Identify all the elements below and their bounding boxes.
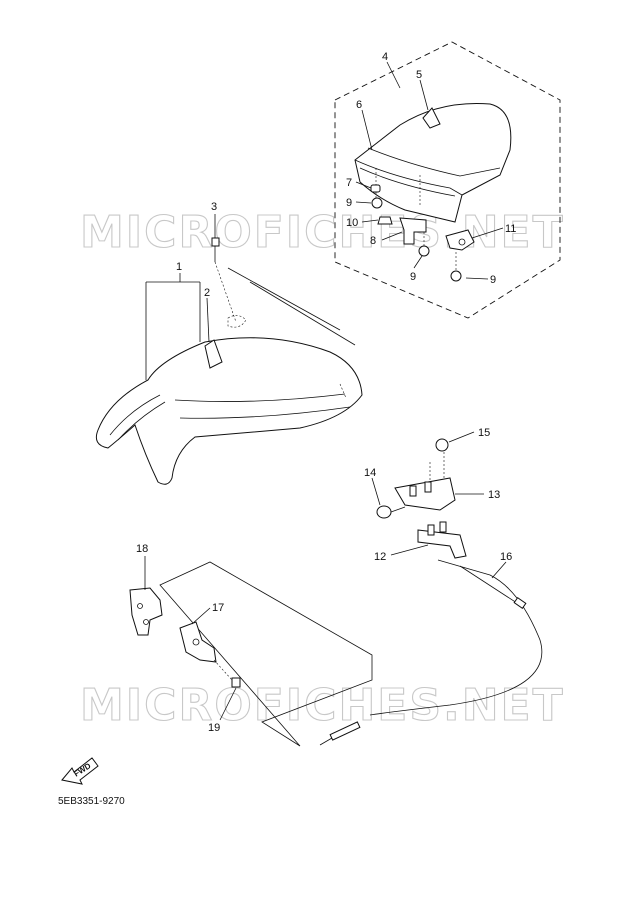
callout-5: 5 [416,69,422,81]
pillion-assembly-boundary [334,41,561,319]
seat-lock-12 [417,521,467,559]
cap-14 [376,505,392,519]
damper-10 [377,216,393,225]
lever-bracket-18 [129,587,163,636]
callout-2: 2 [204,287,210,299]
nut-9a [371,197,383,209]
bolt-19 [213,659,241,688]
seat-strap-2 [204,339,223,369]
callout-6: 6 [356,99,362,111]
lever-assembly-boundary [159,561,373,747]
callout-1: 1 [176,261,182,273]
watermark-bottom: MICROFICHES.NET [80,680,565,731]
callout-3: 3 [211,201,217,213]
nut-15 [435,438,449,452]
leader-lines [144,61,507,721]
bolt-3 [211,237,237,323]
callout-8: 8 [370,235,376,247]
watermark-top: MICROFICHES.NET [80,207,565,258]
callout-15: 15 [478,427,490,439]
callout-9-middle: 9 [410,271,416,283]
bracket-8 [399,217,427,245]
callout-18: 18 [136,543,148,555]
lock-bracket-13 [394,452,456,511]
alignment-line-a [227,267,341,331]
nut-9b [418,245,430,257]
callout-19: 19 [208,722,220,734]
callout-12: 12 [374,551,386,563]
fwd-arrow: FWD [61,757,99,785]
callout-9-right: 9 [490,274,496,286]
rider-seat [95,315,363,485]
lever-17 [179,621,217,663]
bracket-11-hole [458,238,466,246]
alignment-line-b [249,281,356,346]
callout-10: 10 [346,217,358,229]
callout-9-upper: 9 [346,197,352,209]
grommet-7 [370,184,381,193]
drawing-code: 5EB3351-9270 [58,796,125,807]
callout-11: 11 [505,223,516,235]
nut-9c [450,270,462,282]
callout-16: 16 [500,551,512,563]
callout-17: 17 [212,602,224,614]
seat-strap [422,107,441,129]
callout-7: 7 [346,177,352,189]
callout-14: 14 [364,467,376,479]
callout-13: 13 [488,489,500,501]
pillion-seat [354,102,512,223]
seat-lock-cable [319,559,543,746]
callout-4: 4 [382,51,388,63]
